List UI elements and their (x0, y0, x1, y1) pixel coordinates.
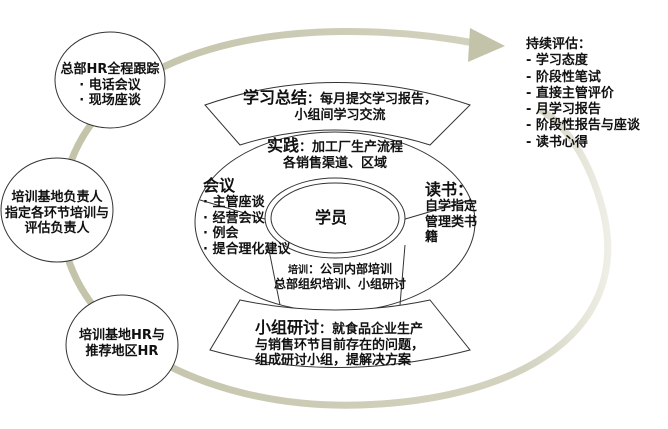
summary-line: ：每月提交学习报告， (307, 92, 438, 107)
base-hr-circle-text: 培训基地HR与 推荐地区HR (66, 328, 178, 359)
reading-line: 籍 (425, 230, 439, 246)
divider (394, 199, 471, 223)
reading-line: 管理类书 (425, 214, 478, 230)
core-label: 学员 (315, 208, 348, 227)
line: 指定各环节培训与 (4, 205, 109, 221)
core-ellipse (270, 182, 400, 254)
meeting-item: · 提合理化建议 (203, 241, 291, 257)
group-band (209, 299, 471, 368)
practice-title: 实践 (266, 136, 299, 155)
arrow-head-icon (468, 28, 505, 62)
evaluation-item: - 阶段性笔试 (526, 69, 601, 85)
meeting-title: 会议 (203, 176, 236, 195)
training-line: ：公司内部培训 (307, 262, 392, 276)
circle-hq (54, 31, 166, 129)
evaluation-item: - 学习态度 (526, 53, 588, 69)
line: 推荐地区HR (85, 343, 159, 359)
divider (267, 244, 281, 306)
hq-circle-text: 总部HR全程跟踪 · 电话会议 · 现场座谈 (55, 62, 165, 109)
hq-item: · 现场座谈 (79, 93, 141, 109)
summary-title: 学习总结 (242, 88, 307, 107)
line: 评估负责人 (24, 221, 90, 237)
base-head-circle-text: 培训基地负责人 指定各环节培训与 评估负责人 (0, 190, 114, 237)
evaluation-item: - 月学习报告 (526, 102, 601, 117)
summary-line: 小组间学习交流 (294, 107, 386, 123)
evaluation-title: 持续评估： (526, 37, 592, 52)
reading-title: 读书： (425, 180, 474, 199)
meeting-item: · 例会 (203, 226, 239, 242)
practice-text: 实践：加工厂生产流程 各销售渠道、区域 (250, 136, 420, 171)
practice-line: ：加工厂生产流程 (299, 140, 404, 155)
meeting-text: 会议 · 主管座谈 · 经营会议 · 例会 · 提合理化建议 (203, 176, 290, 258)
meeting-item: · 经营会议 (203, 210, 265, 226)
group-line: ：就食品企业生产 (319, 322, 424, 337)
divider (399, 244, 406, 306)
summary-text: 学习总结：每月提交学习报告， 小组间学习交流 (230, 88, 450, 123)
hq-item: · 电话会议 (79, 77, 141, 93)
training-title: 培训 (287, 265, 308, 276)
divider (199, 199, 276, 223)
meeting-item: · 主管座谈 (203, 195, 265, 211)
group-text: 小组研讨：就食品企业生产 与销售环节目前存在的问题， 组成研讨小组，提解决方案 (255, 318, 424, 369)
hq-title: 总部HR全程跟踪 (60, 62, 160, 77)
evaluation-item: - 直接主管评价 (526, 85, 614, 101)
summary-band (204, 82, 471, 146)
line: 培训基地HR与 (79, 328, 165, 343)
group-line: 组成研讨小组，提解决方案 (255, 353, 412, 369)
reading-text: 读书： 自学指定 管理类书 籍 (425, 180, 477, 246)
circle-base-head (0, 157, 114, 263)
group-title: 小组研讨 (255, 318, 320, 337)
line: 培训基地负责人 (11, 190, 103, 205)
evaluation-item: - 读书心得 (526, 134, 588, 150)
evaluation-item: - 阶段性报告与座谈 (526, 118, 640, 134)
group-line: 与销售环节目前存在的问题， (255, 337, 425, 353)
evaluation-list: 持续评估： - 学习态度 - 阶段性笔试 - 直接主管评价 - 月学习报告 - … (526, 37, 640, 151)
training-line: 总部组织培训、小组研讨 (273, 277, 406, 291)
practice-line: 各销售渠道、区域 (282, 155, 387, 171)
circle-base-hr (65, 294, 179, 396)
reading-line: 自学指定 (425, 199, 478, 215)
training-text: 培训：公司内部培训 总部组织培训、小组研讨 (265, 262, 415, 291)
cycle-arc (57, 28, 612, 409)
